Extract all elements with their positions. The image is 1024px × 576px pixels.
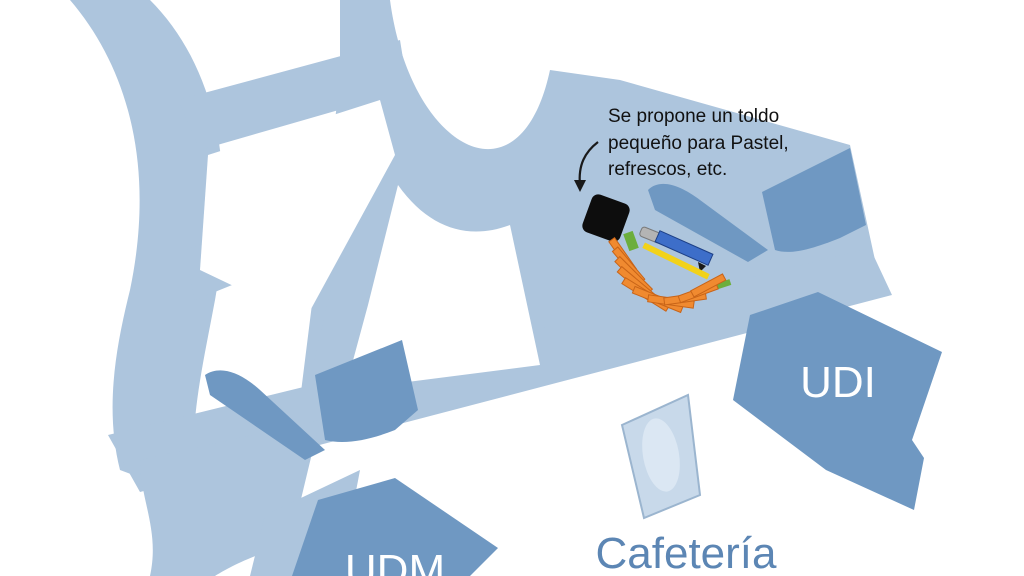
block-center bbox=[345, 185, 540, 390]
road-left-arc bbox=[70, 0, 224, 500]
open-blocks bbox=[200, 100, 540, 390]
bench-10 bbox=[690, 273, 727, 298]
building-udi bbox=[733, 292, 942, 510]
udm-label: UDM bbox=[345, 546, 445, 576]
buildings: UDI UDM Cafetería bbox=[205, 148, 942, 576]
cafeteria-building bbox=[620, 393, 702, 520]
green-stall-top bbox=[623, 230, 639, 252]
annotation-line-2: pequeño para Pastel, bbox=[608, 133, 789, 154]
orange-benches bbox=[608, 237, 727, 314]
cafeteria-label: Cafetería bbox=[596, 529, 778, 576]
cafeteria-skylight bbox=[642, 418, 680, 492]
udi-label: UDI bbox=[800, 358, 876, 407]
tent-icon bbox=[582, 194, 630, 242]
annotation: Se propone un toldo pequeño para Pastel,… bbox=[574, 106, 794, 192]
annotation-line-1: Se propone un toldo bbox=[608, 106, 779, 127]
arrow-head bbox=[574, 180, 586, 192]
block-upper-left bbox=[200, 100, 395, 320]
yellow-stall bbox=[642, 242, 710, 280]
building-udm bbox=[292, 478, 498, 576]
building-right-wing bbox=[648, 183, 768, 262]
building-left-wing bbox=[205, 370, 325, 460]
proposed-area bbox=[582, 194, 732, 314]
annotation-line-3: refrescos, etc. bbox=[608, 159, 727, 180]
building-left-block bbox=[315, 340, 418, 442]
blue-stall bbox=[654, 230, 714, 266]
building-right-block bbox=[762, 148, 866, 252]
annotation-text: Se propone un toldo pequeño para Pastel,… bbox=[608, 106, 794, 180]
